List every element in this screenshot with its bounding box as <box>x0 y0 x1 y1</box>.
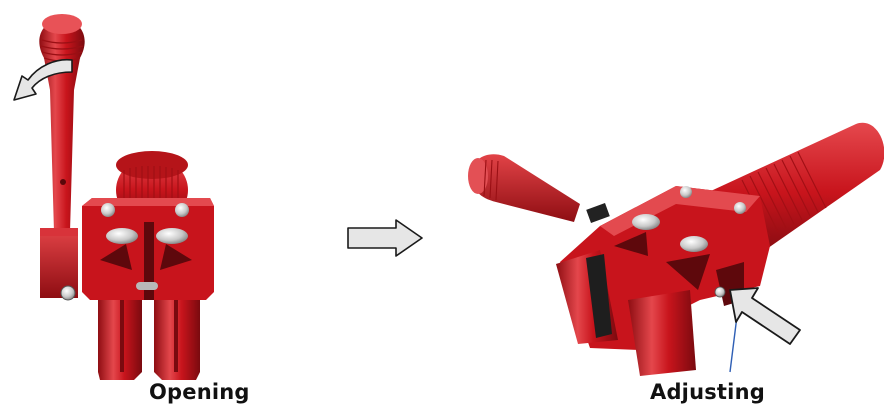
adjusting-clamp-image <box>468 123 884 376</box>
right-arrow-icon <box>348 220 422 256</box>
adjusting-caption: Adjusting <box>650 380 765 404</box>
opening-caption: Opening <box>149 380 250 404</box>
pointer-arrow-icon <box>730 288 800 344</box>
